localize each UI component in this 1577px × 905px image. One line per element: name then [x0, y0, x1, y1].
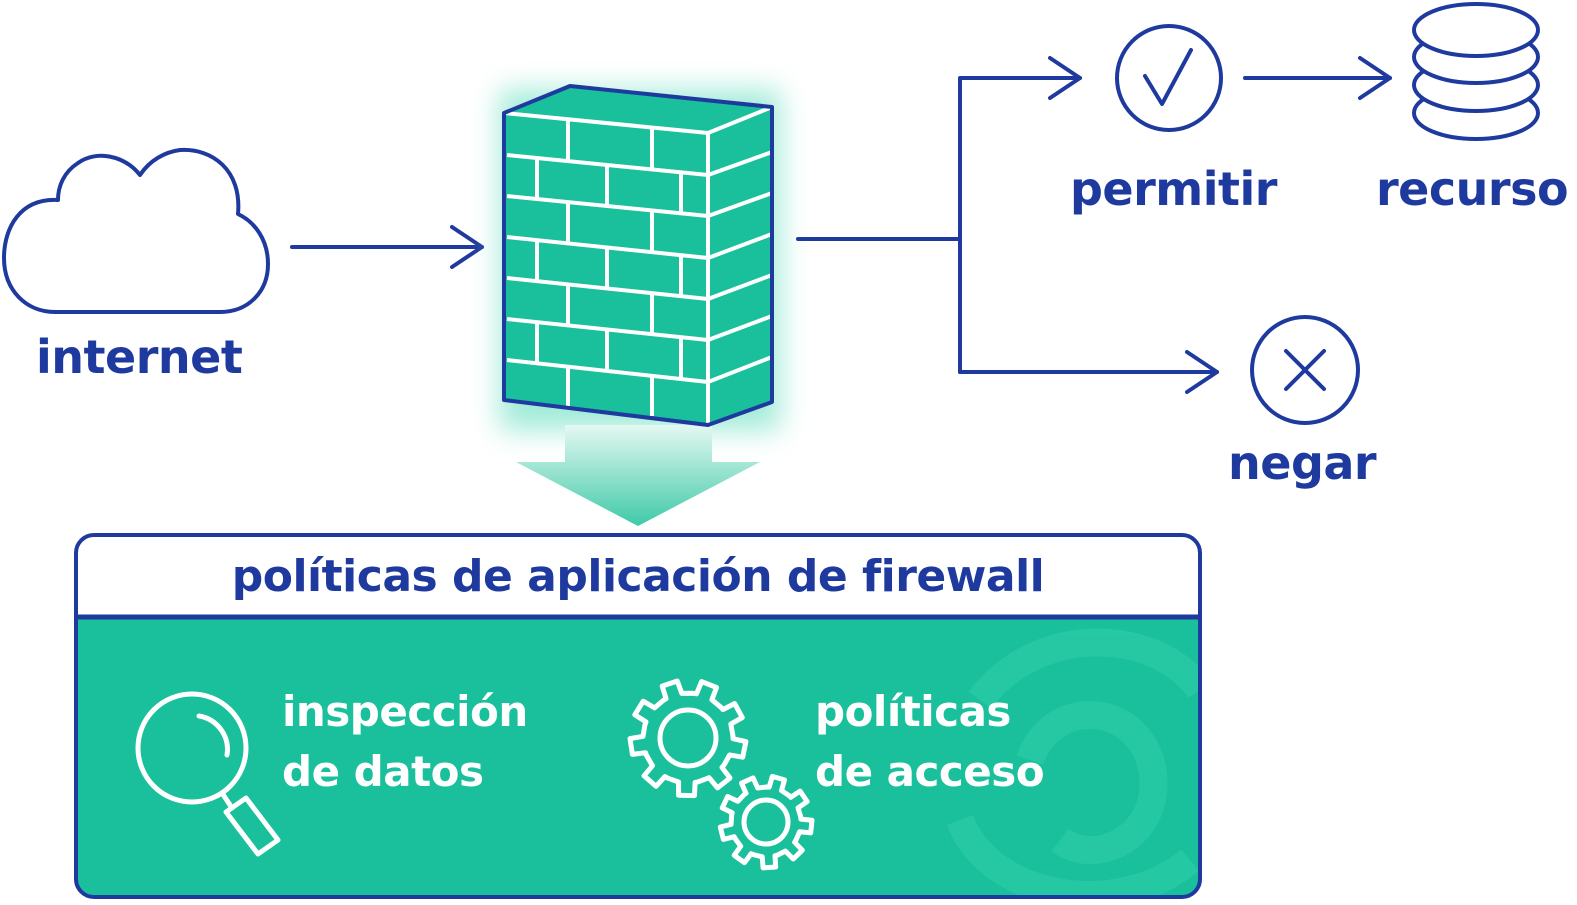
gear-small	[717, 773, 815, 871]
watermark-logo	[946, 628, 1200, 897]
x-circle-icon	[1250, 315, 1360, 425]
check-circle-icon	[1115, 24, 1223, 132]
brick-wall-icon	[502, 84, 774, 427]
arrow-internet-to-firewall	[290, 225, 484, 269]
database-stack-icon	[1412, 2, 1540, 141]
arrow-allow-to-resource	[1243, 56, 1392, 100]
gear-outline	[627, 678, 749, 799]
inspection-line1: inspección	[282, 687, 528, 736]
internet-label: internet	[36, 330, 243, 384]
gears-icon	[627, 678, 815, 871]
allow-label: permitir	[1070, 162, 1277, 216]
inspection-line2: de datos	[282, 747, 484, 796]
branch-connector	[796, 56, 1219, 394]
panel-title: políticas de aplicación de firewall	[231, 550, 1045, 602]
resource-label: recurso	[1376, 162, 1569, 216]
access-line2: de acceso	[815, 747, 1045, 796]
inspection-item: inspección de datos	[282, 682, 528, 802]
access-line1: políticas	[815, 687, 1011, 736]
gear-large	[627, 678, 749, 799]
access-policies-item: políticas de acceso	[815, 682, 1045, 802]
magnifying-glass-icon	[135, 691, 281, 857]
down-arrow	[516, 425, 760, 526]
deny-label: negar	[1228, 436, 1377, 490]
cloud-icon	[2, 147, 270, 314]
gear-outline	[717, 773, 815, 871]
